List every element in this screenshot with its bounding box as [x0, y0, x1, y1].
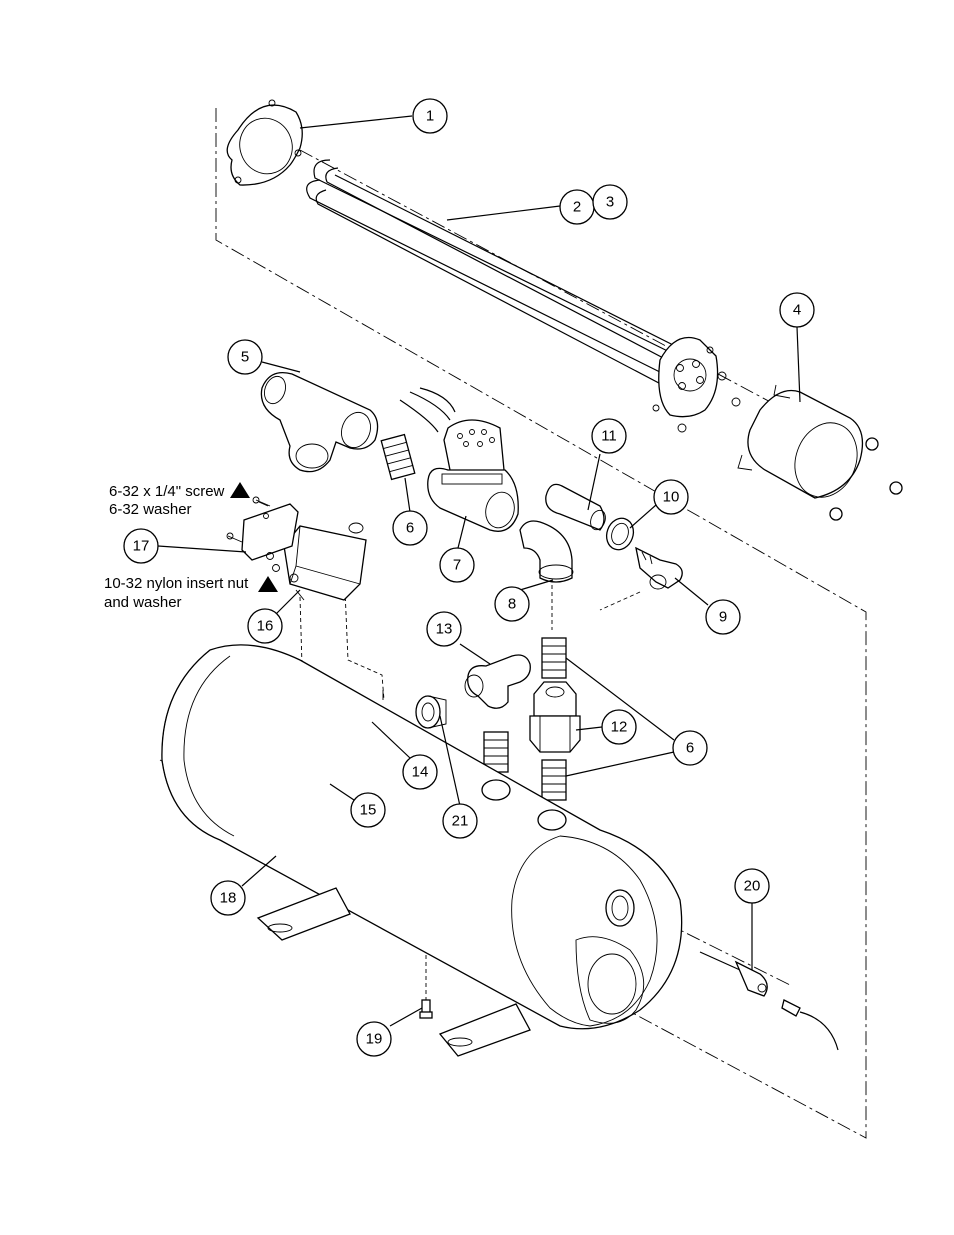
union — [529, 681, 581, 753]
elbow — [519, 520, 574, 583]
callout-4: 4 — [779, 292, 815, 328]
solenoid-valve — [399, 387, 519, 532]
callout-17: 17 — [123, 528, 159, 564]
relay — [283, 522, 367, 601]
callout-8: 8 — [494, 586, 530, 622]
leader-lines — [157, 115, 801, 1027]
callout-label: 6 — [686, 740, 694, 757]
element-cover — [737, 384, 903, 521]
callout-label: 18 — [220, 890, 237, 907]
callout-label: 20 — [744, 878, 761, 895]
callout-label: 19 — [366, 1031, 383, 1048]
callout-label: 4 — [793, 302, 801, 319]
callout-label: 7 — [453, 557, 461, 574]
callout-label: 6 — [406, 520, 414, 537]
note-screw-line1: 6-32 x 1/4" screw — [109, 483, 225, 500]
callout-label: 21 — [452, 813, 469, 830]
callout-12: 12 — [601, 709, 637, 745]
callout-label: 3 — [606, 194, 614, 211]
strainer — [260, 371, 379, 473]
note-screws — [226, 496, 269, 540]
callout-3: 3 — [592, 184, 628, 220]
note-nut-line1: 10-32 nylon insert nut — [104, 575, 249, 592]
nipple-1 — [541, 637, 567, 679]
callout-label: 5 — [241, 349, 249, 366]
pipe-nipples — [380, 433, 567, 801]
thermostat-probe — [699, 951, 839, 1051]
callout-21: 21 — [442, 803, 478, 839]
callout-6-lower: 6 — [672, 730, 708, 766]
callout-11: 11 — [591, 418, 627, 454]
callout-20: 20 — [734, 868, 770, 904]
callout-label: 1 — [426, 108, 434, 125]
callout-19: 19 — [356, 1021, 392, 1057]
callout-2: 2 — [559, 189, 595, 225]
hose-clamp — [605, 517, 635, 551]
bushing — [415, 695, 447, 729]
callout-label: 17 — [133, 538, 150, 555]
callout-5: 5 — [227, 339, 263, 375]
nipple-2 — [483, 731, 509, 773]
callout-16: 16 — [247, 608, 283, 644]
callout-label: 15 — [360, 802, 377, 819]
callout-13: 13 — [426, 611, 462, 647]
callout-1: 1 — [412, 98, 448, 134]
note-screw-line2: 6-32 washer — [109, 501, 192, 518]
tee — [464, 654, 531, 709]
caution-triangle-nut — [258, 576, 278, 592]
tank — [161, 644, 683, 1057]
callout-10: 10 — [653, 479, 689, 515]
heating-element — [306, 159, 741, 433]
callout-6-upper: 6 — [392, 510, 428, 546]
callout-label: 14 — [412, 764, 429, 781]
callout-label: 10 — [663, 489, 680, 506]
gasket — [226, 99, 303, 186]
barb-elbow — [635, 546, 683, 590]
callout-label: 16 — [257, 618, 274, 635]
drain-screw — [419, 999, 433, 1019]
callout-label: 2 — [573, 199, 581, 216]
nipple-3 — [541, 759, 567, 801]
caution-triangle-screw — [230, 482, 250, 498]
callout-18: 18 — [210, 880, 246, 916]
callout-label: 13 — [436, 621, 453, 638]
note-nut-line2: and washer — [104, 594, 182, 611]
callout-14: 14 — [402, 754, 438, 790]
hose — [545, 483, 606, 531]
callout-label: 11 — [601, 428, 617, 445]
callout-label: 12 — [611, 719, 628, 736]
nipple-upper — [380, 433, 416, 481]
mounting-plate — [227, 499, 299, 572]
callout-label: 9 — [719, 609, 727, 626]
callout-label: 8 — [508, 596, 516, 613]
callout-9: 9 — [705, 599, 741, 635]
callout-15: 15 — [350, 792, 386, 828]
callout-7: 7 — [439, 547, 475, 583]
